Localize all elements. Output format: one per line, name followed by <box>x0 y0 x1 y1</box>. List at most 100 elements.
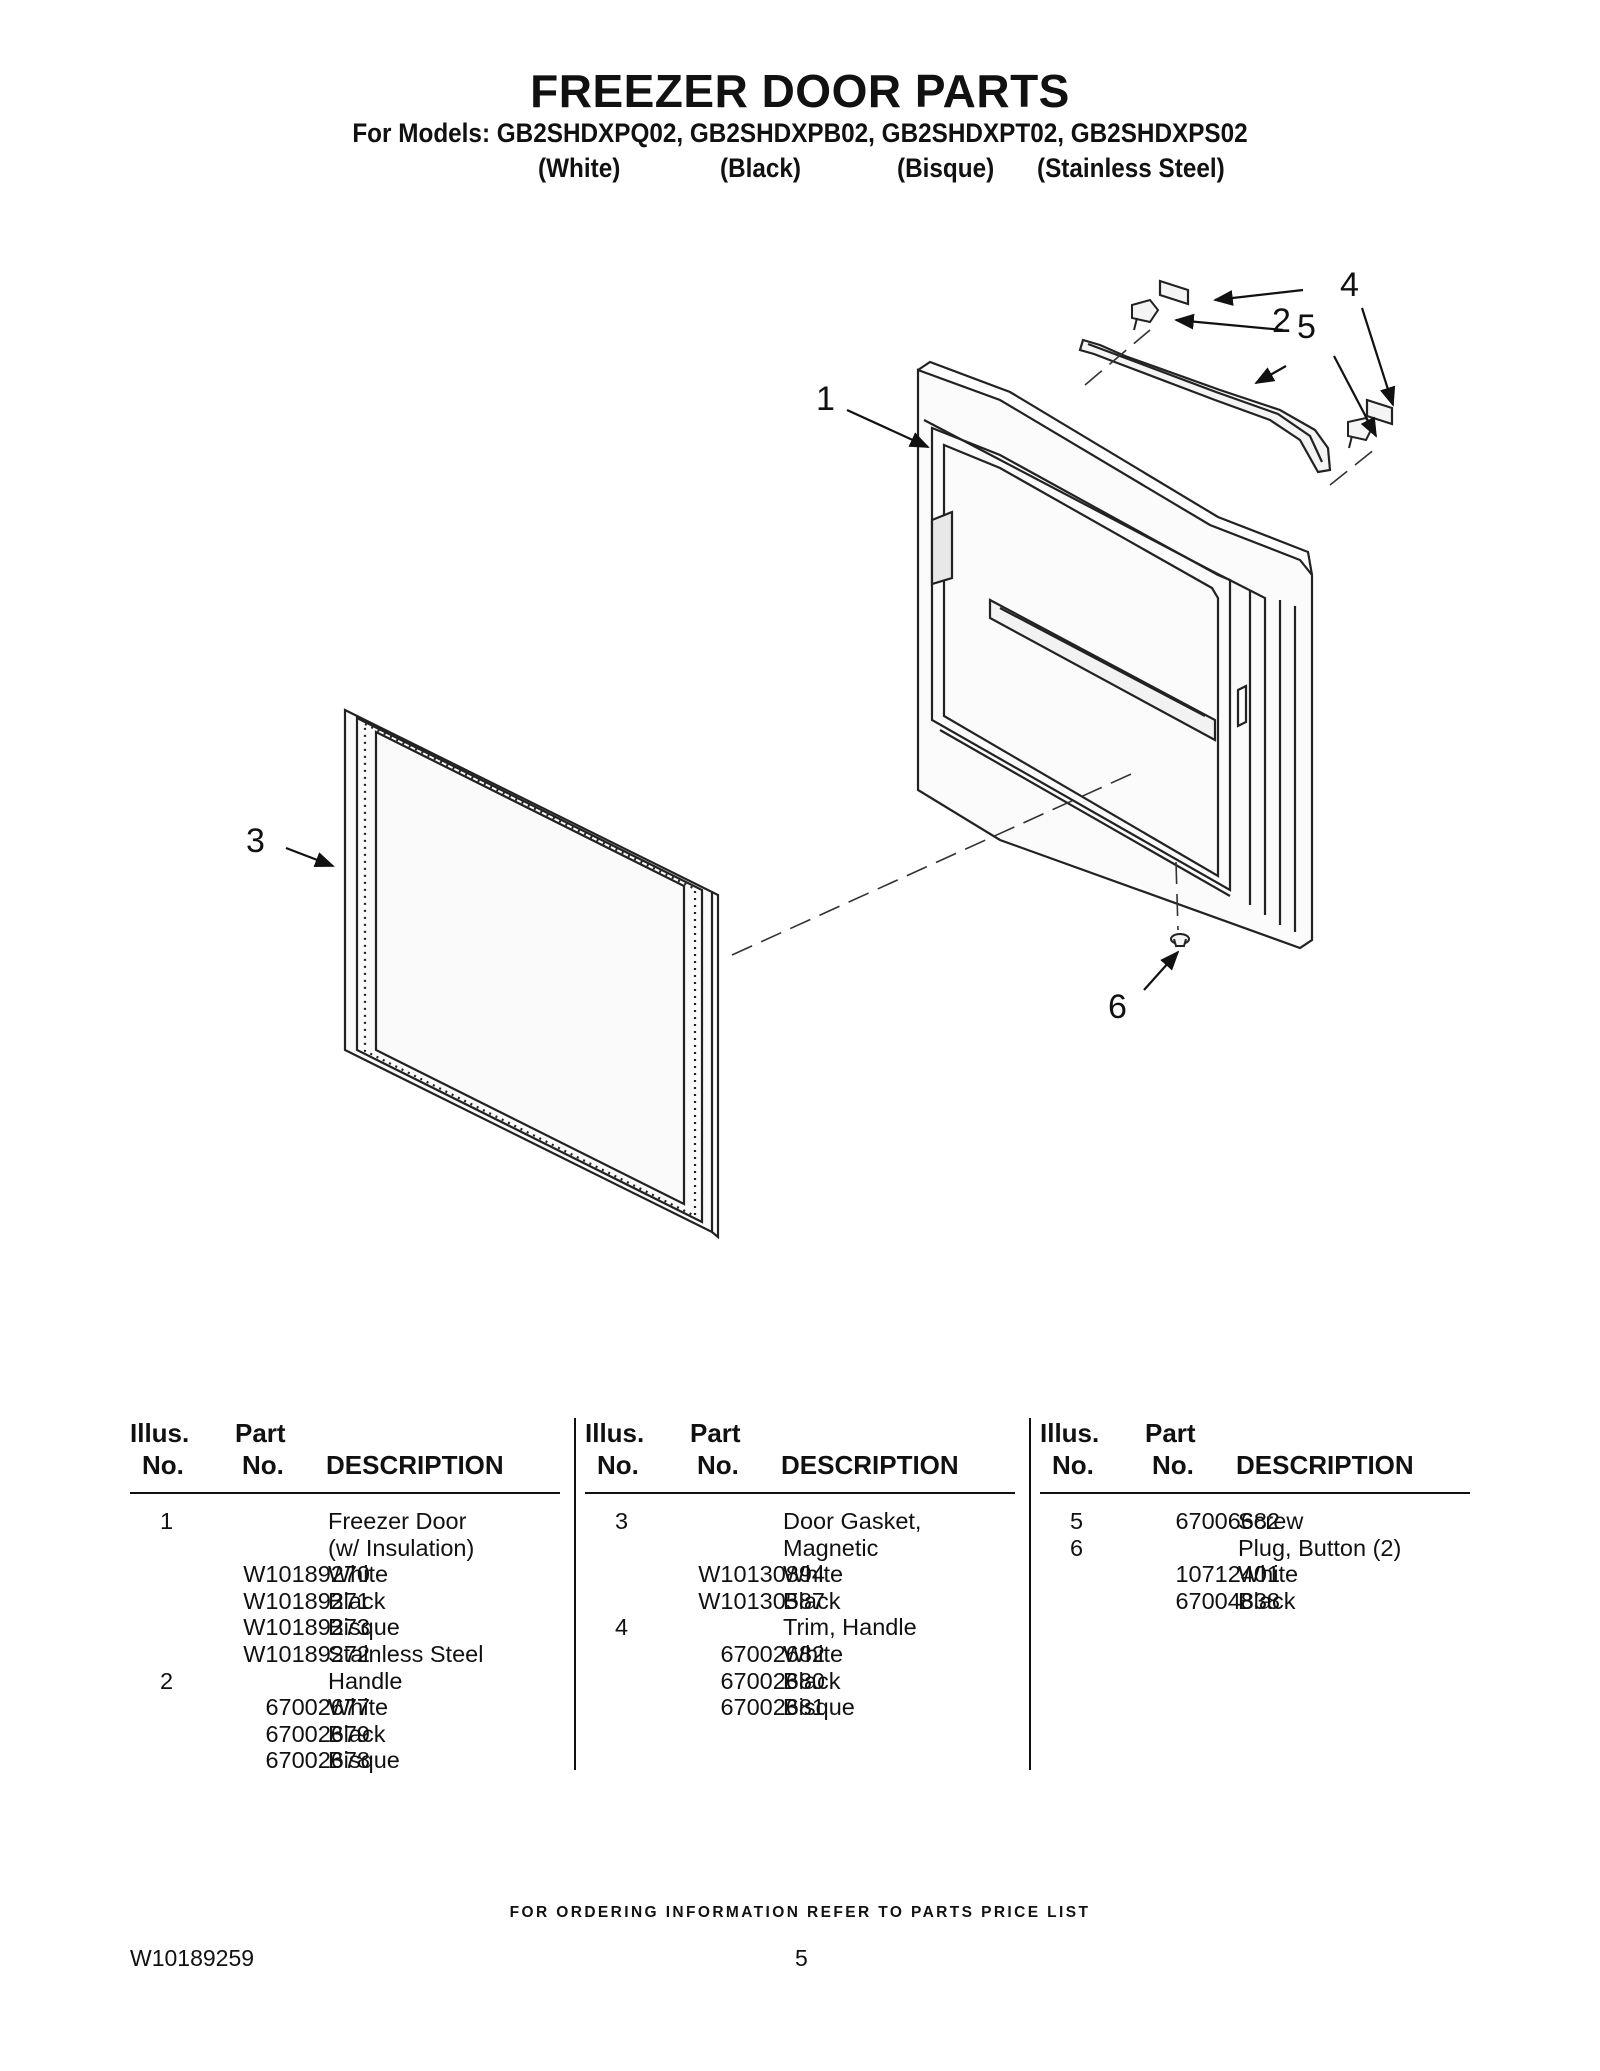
part-number: 67002680 <box>720 1667 825 1694</box>
part-description: Black <box>1238 1587 1296 1614</box>
part-header: Part <box>235 1418 286 1448</box>
illus-number: 6 <box>1070 1534 1084 1561</box>
part-number: 67006682 <box>1175 1508 1280 1534</box>
variant-bisque: (Bisque) <box>897 153 995 183</box>
plug-button-illustration <box>1170 933 1190 947</box>
part-number: 10712401 <box>1175 1561 1280 1588</box>
part-no-header: No. <box>1152 1450 1194 1480</box>
variant-stainless-steel: (Stainless Steel) <box>1037 153 1225 183</box>
illus-header: Illus. <box>1040 1418 1100 1448</box>
part-description: White <box>1238 1561 1299 1588</box>
part-description: White <box>783 1640 844 1667</box>
illus-number: 3 <box>615 1508 629 1534</box>
illus-no-header: No. <box>142 1450 184 1480</box>
column-divider <box>574 1418 576 1770</box>
illus-number: 1 <box>160 1508 174 1534</box>
variant-black: (Black) <box>720 153 802 183</box>
parts-column-2: Illus. No. Part No. DESCRIPTION 3 Door Ga… <box>585 1418 1015 1721</box>
column-header: Illus. No. Part No. DESCRIPTION <box>585 1418 1015 1494</box>
part-description: Bisque <box>328 1747 400 1774</box>
model-list: For Models: GB2SHDXPQ02, GB2SHDXPB02, GB… <box>352 118 1248 148</box>
part-number: 67002679 <box>265 1720 370 1747</box>
part-number: W10189270 <box>243 1561 370 1588</box>
illus-number: 5 <box>1070 1508 1084 1534</box>
parts-column-3: Illus. No. Part No. DESCRIPTION 5 6700668… <box>1040 1418 1470 1614</box>
alignment-lines <box>731 329 1381 956</box>
part-description: Plug, Button (2) <box>1238 1534 1402 1561</box>
part-description: Freezer Door <box>328 1508 467 1534</box>
part-description: (w/ Insulation) <box>328 1534 475 1561</box>
callout-arrows <box>285 288 1396 991</box>
handle-illustration <box>1078 338 1332 474</box>
part-number: W10130587 <box>698 1587 825 1614</box>
part-no-header: No. <box>242 1450 284 1480</box>
column-divider <box>1029 1418 1031 1770</box>
illus-no-header: No. <box>1052 1450 1094 1480</box>
callout-2: 2 <box>1272 302 1291 340</box>
document-number: W10189259 <box>130 1945 255 1971</box>
part-description: Black <box>783 1667 841 1694</box>
parts-row: Magnetic <box>585 1535 1015 1562</box>
part-description: White <box>328 1694 389 1721</box>
parts-row: 3 Door Gasket, <box>585 1508 1015 1535</box>
part-header: Part <box>1145 1418 1196 1448</box>
part-description: Black <box>328 1587 386 1614</box>
parts-row: 2 Handle <box>130 1668 560 1695</box>
part-description: Screw <box>1238 1508 1304 1534</box>
part-number: 67002677 <box>265 1694 370 1721</box>
part-number: 67004838 <box>1175 1587 1280 1614</box>
part-description: Stainless Steel <box>328 1640 484 1667</box>
column-header: Illus. No. Part No. DESCRIPTION <box>1040 1418 1470 1494</box>
part-number: W10130894 <box>698 1561 825 1588</box>
variant-white: (White) <box>538 153 621 183</box>
part-description: Door Gasket, <box>783 1508 922 1534</box>
description-header: DESCRIPTION <box>326 1450 504 1480</box>
part-description: Bisque <box>783 1694 855 1721</box>
description-header: DESCRIPTION <box>781 1450 959 1480</box>
ordering-note: FOR ORDERING INFORMATION REFER TO PARTS … <box>509 1904 1091 1921</box>
description-header: DESCRIPTION <box>1236 1450 1414 1480</box>
part-description: Bisque <box>328 1614 400 1641</box>
part-number: 67002681 <box>720 1694 825 1721</box>
parts-column-1: Illus. No. Part No. DESCRIPTION 1 Freezer… <box>130 1418 560 1774</box>
part-description: Magnetic <box>783 1534 879 1561</box>
callout-1: 1 <box>816 380 835 418</box>
part-description: White <box>783 1561 844 1588</box>
part-description: Handle <box>328 1667 403 1694</box>
page-title: FREEZER DOOR PARTS <box>530 65 1070 117</box>
callout-5: 5 <box>1297 308 1316 346</box>
page-number: 5 <box>795 1945 808 1971</box>
illus-header: Illus. <box>130 1418 190 1448</box>
illus-number: 2 <box>160 1667 174 1694</box>
callout-4: 4 <box>1340 266 1359 304</box>
callout-6: 6 <box>1108 988 1127 1026</box>
parts-row: (w/ Insulation) <box>130 1535 560 1562</box>
part-number: 67002682 <box>720 1640 825 1667</box>
part-header: Part <box>690 1418 741 1448</box>
illus-header: Illus. <box>585 1418 645 1448</box>
door-gasket-illustration <box>343 708 720 1240</box>
freezer-door-illustration <box>916 360 1314 950</box>
part-number: W10189273 <box>243 1614 370 1641</box>
parts-row: 1 Freezer Door <box>130 1508 560 1535</box>
part-number: 67002678 <box>265 1747 370 1774</box>
part-number: W10189272 <box>243 1640 370 1667</box>
part-description: Black <box>328 1720 386 1747</box>
parts-row: 6 Plug, Button (2) <box>1040 1535 1470 1562</box>
illus-no-header: No. <box>597 1450 639 1480</box>
exploded-parts-diagram: 1 2 3 4 5 6 <box>246 266 1396 1240</box>
